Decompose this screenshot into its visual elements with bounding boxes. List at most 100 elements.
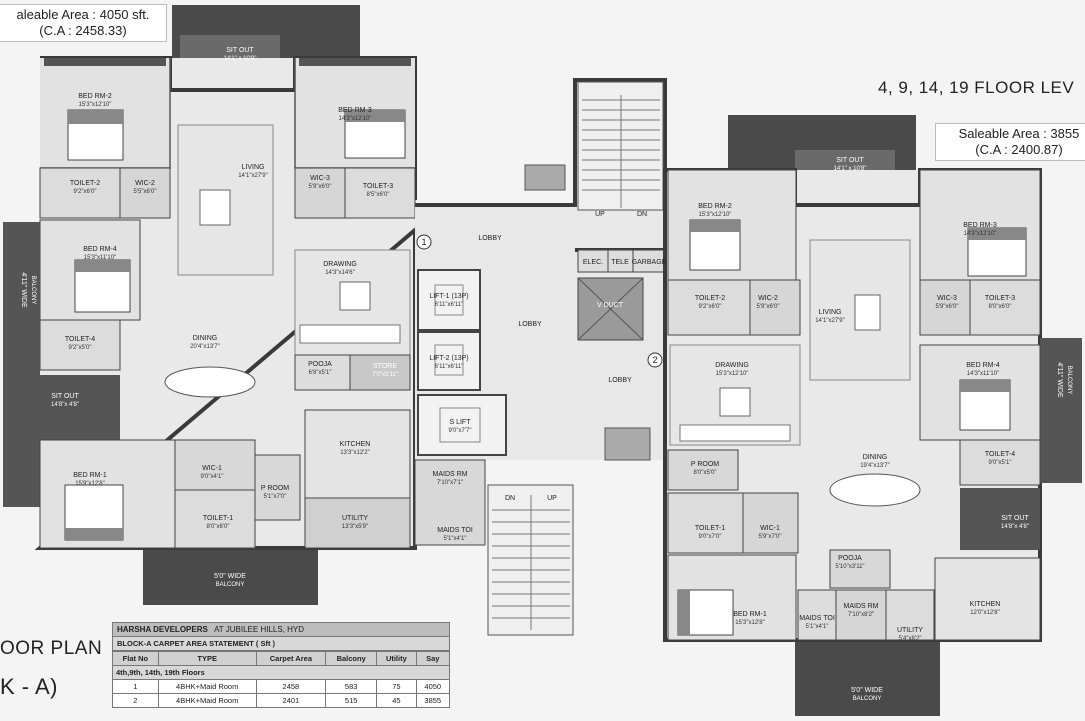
flat2-saleable-area: Saleable Area : 3855 xyxy=(958,126,1080,141)
flat2-balcony-bottom-sub: BALCONY xyxy=(853,696,882,702)
flat1-toilet1-dim: 8'0"x6'0" xyxy=(207,524,230,530)
header-flat-no: Flat No xyxy=(112,651,159,666)
core-slift-dim: 9'0"x7'7" xyxy=(449,428,472,434)
core-tele-label: TELE xyxy=(611,259,629,266)
flat2-bed1-dim: 15'3"x12'8" xyxy=(735,620,765,626)
core-slift-label: S LIFT xyxy=(449,419,471,426)
flat1-toilet2-dim: 9'2"x6'0" xyxy=(74,189,97,195)
flat1-bed3-label: BED RM-3 xyxy=(338,107,372,114)
flat2-wic3-dim: 5'9"x6'0" xyxy=(936,304,959,310)
core-lift2-label: LIFT-2 (13P) xyxy=(429,355,468,362)
flat1-saleable-area: aleable Area : 4050 sft. xyxy=(16,7,150,22)
flat2-bed4-dim: 14'3"x11'10" xyxy=(967,371,999,377)
cell-balcony: 583 xyxy=(325,679,378,694)
cell-say: 3855 xyxy=(415,693,451,708)
cell-flat-no: 2 xyxy=(112,693,159,708)
plan-caption: OOR PLAN K - A) xyxy=(0,638,102,700)
flat2-bed2-label: BED RM-2 xyxy=(698,203,732,210)
flat1-wic2-label: WIC-2 xyxy=(135,180,155,187)
statement-table: Flat No TYPE Carpet Area Balcony Utility… xyxy=(112,651,451,708)
cell-balcony: 515 xyxy=(325,693,378,708)
core-lobby-2: LOBBY xyxy=(518,321,542,328)
flat1-bed4-dim: 15'3"x11'10" xyxy=(84,255,116,261)
flat1-toilet4-dim: 9'2"x5'0" xyxy=(69,345,92,351)
flat1-toilet4-label: TOILET-4 xyxy=(65,336,95,343)
core-dn-top: DN xyxy=(637,211,647,218)
flat1-living-label: LIVING xyxy=(242,164,265,171)
core-lobby-1: LOBBY xyxy=(478,235,502,242)
flat2-bed1-label: BED RM-1 xyxy=(733,611,767,618)
flat1-proom-dim: 5'1"x7'0" xyxy=(264,494,287,500)
flat2-toilet4-label: TOILET-4 xyxy=(985,451,1015,458)
core-maids-toi-dim: 5'1"x4'1" xyxy=(444,536,467,542)
plan-caption-line1: OOR PLAN xyxy=(0,638,103,659)
flat1-wic1-label: WIC-1 xyxy=(202,465,222,472)
flat1-area-box: aleable Area : 4050 sft. (C.A : 2458.33) xyxy=(0,4,167,42)
cell-utility: 75 xyxy=(376,679,417,694)
flat1-sitout-left-label: SIT OUT xyxy=(51,393,79,400)
flat1-balcony-left-sub: BALCONY xyxy=(30,276,36,305)
flat2-pooja-label: POOJA xyxy=(838,555,862,562)
flat2-sitout-top-label: SIT OUT xyxy=(836,157,864,164)
table-row: 2 4BHK+Maid Room 2401 515 45 3855 xyxy=(112,693,451,708)
flat2-maids-rm-label: MAIDS RM xyxy=(844,603,879,610)
flat1-toilet3-dim: 8'5"x6'0" xyxy=(367,192,390,198)
cell-utility: 45 xyxy=(376,693,417,708)
flat2-drawing-label: DRAWING xyxy=(715,362,749,369)
flat1-toilet2-label: TOILET-2 xyxy=(70,180,100,187)
flat1-sitout-top-label: SIT OUT xyxy=(226,47,254,54)
flat1-wic1-dim: 9'0"x4'1" xyxy=(201,474,224,480)
flat2-bed3-dim: 14'3"x12'10" xyxy=(964,231,997,237)
flat2-pooja-dim: 5'10"x3'11" xyxy=(835,564,864,570)
flat2-sitout-top-dim: 14'1" x 10'8" xyxy=(834,166,867,172)
flat2-kitchen-label: KITCHEN xyxy=(970,601,1001,608)
header-say: Say xyxy=(415,651,451,666)
flat2-sitout-right-label: SIT OUT xyxy=(1001,515,1029,522)
cell-type: 4BHK+Maid Room xyxy=(157,693,257,708)
flat1-balcony-bottom-sub: BALCONY xyxy=(216,582,245,588)
statement-company-row: HARSHA DEVELOPERS AT JUBILEE HILLS, HYD xyxy=(112,622,450,637)
flat1-wic3-label: WIC-3 xyxy=(310,175,330,182)
flat1-kitchen-label: KITCHEN xyxy=(340,441,371,448)
flat2-sitout-right-dim: 14'8"x 4'8" xyxy=(1001,524,1029,530)
statement-floors: 4th,9th, 14th, 19th Floors xyxy=(112,665,450,680)
flat2-kitchen-dim: 12'0"x12'8" xyxy=(970,610,1000,616)
flat1-carpet-area: (C.A : 2458.33) xyxy=(39,23,127,38)
core-maids-toi-label: MAIDS TOI xyxy=(437,527,473,534)
flat2-balcony-right-sub: BALCONY xyxy=(1066,366,1072,395)
flat1-balcony-left xyxy=(3,222,40,507)
flat2-bed4-label: BED RM-4 xyxy=(966,362,1000,369)
table-row: 1 4BHK+Maid Room 2458 583 75 4050 xyxy=(112,679,451,694)
flat1-bed3-dim: 14'3"x12'10" xyxy=(339,116,372,122)
carpet-area-statement: HARSHA DEVELOPERS AT JUBILEE HILLS, HYD … xyxy=(112,622,451,708)
flat2-drawing-dim: 15'3"x12'10" xyxy=(716,371,749,377)
flat2-maids-toi-dim: 5'1"x4'1" xyxy=(806,624,829,630)
flat1-balcony-bottom-label: 5'0" WIDE xyxy=(214,573,246,580)
flat1-proom-label: P ROOM xyxy=(261,485,289,492)
cell-say: 4050 xyxy=(415,679,451,694)
statement-header-row: Flat No TYPE Carpet Area Balcony Utility… xyxy=(112,651,451,666)
statement-company: HARSHA DEVELOPERS xyxy=(117,625,208,634)
flat2-utility-label: UTILITY xyxy=(897,627,923,634)
flat2-proom-label: P ROOM xyxy=(691,461,719,468)
flat2-maids-toi-label: MAIDS TOI xyxy=(799,615,835,622)
statement-floors-row: 4th,9th, 14th, 19th Floors xyxy=(112,665,450,680)
flat1-bed1-dim: 15'9"x12'8" xyxy=(75,481,105,487)
flat2-toilet1-dim: 9'0"x7'0" xyxy=(699,534,722,540)
flat1-pooja-dim: 6'8"x5'1" xyxy=(309,370,332,376)
core-dn-bottom: DN xyxy=(505,495,515,502)
flat2-proom-dim: 8'0"x5'0" xyxy=(694,470,717,476)
header-type: TYPE xyxy=(157,651,257,666)
header-utility: Utility xyxy=(376,651,417,666)
flat2-toilet3-label: TOILET-3 xyxy=(985,295,1015,302)
core-garbage-label: GARBAGE xyxy=(632,259,667,266)
flat1-utility-label: UTILITY xyxy=(342,515,368,522)
flat2-toilet1-label: TOILET-1 xyxy=(695,525,725,532)
flat2-toilet4-dim: 9'0"x5'1" xyxy=(989,460,1012,466)
core-up-top: UP xyxy=(595,211,605,218)
header-balcony: Balcony xyxy=(325,651,378,666)
core-lift1-label: LIFT-1 (13P) xyxy=(429,293,468,300)
flat1-drawing-label: DRAWING xyxy=(323,261,357,268)
